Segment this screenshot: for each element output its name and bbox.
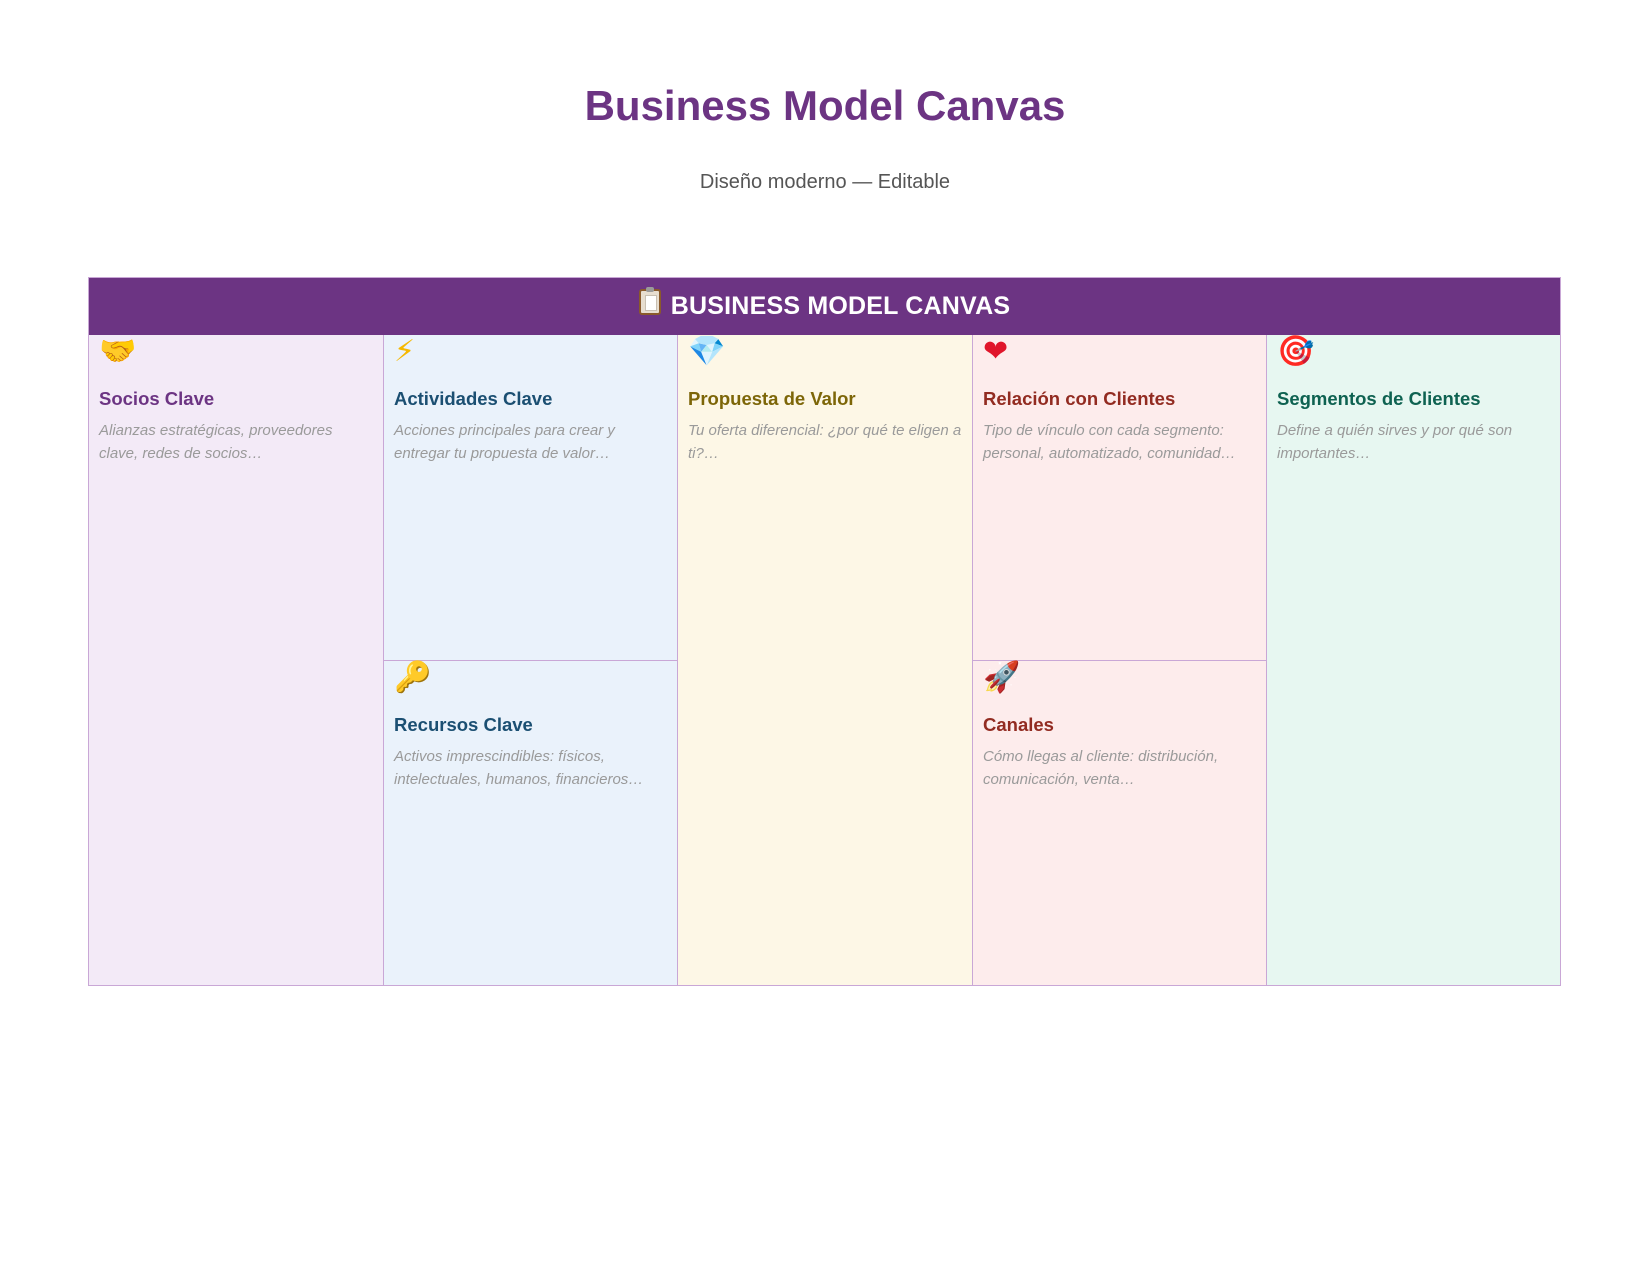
block-title: Propuesta de Valor: [688, 388, 856, 409]
clipboard-icon: [638, 286, 661, 315]
block-placeholder[interactable]: Alianzas estratégicas, proveedores clave…: [99, 422, 333, 462]
block-title: Actividades Clave: [394, 388, 553, 409]
page-subtitle: Diseño moderno — Editable: [699, 171, 951, 193]
handshake-icon: 🤝: [99, 335, 137, 368]
lightning-icon: ⚡: [394, 335, 416, 368]
block-socios-clave[interactable]: 🤝 Socios Clave Alianzas estratégicas, pr…: [89, 335, 384, 985]
page-title: Business Model Canvas: [584, 82, 1066, 129]
block-propuesta-de-valor[interactable]: 💎 Propuesta de Valor Tu oferta diferenci…: [678, 335, 973, 985]
block-actividades-clave[interactable]: ⚡ Actividades Clave Acciones principales…: [384, 335, 678, 661]
block-title: Canales: [983, 714, 1054, 735]
block-placeholder[interactable]: Activos imprescindibles: físicos, intele…: [394, 748, 644, 788]
block-placeholder[interactable]: Acciones principales para crear y entreg…: [394, 422, 615, 462]
block-relacion-con-clientes[interactable]: ❤ Relación con Clientes Tipo de vínculo …: [973, 335, 1267, 661]
block-title: Socios Clave: [99, 388, 215, 409]
rocket-icon: 🚀: [983, 661, 1021, 694]
block-placeholder[interactable]: Tipo de vínculo con cada segmento: perso…: [983, 422, 1236, 462]
block-canales[interactable]: 🚀 Canales Cómo llegas al cliente: distri…: [973, 661, 1267, 985]
canvas-header-label: BUSINESS MODEL CANVAS: [670, 292, 1011, 320]
block-segmentos-de-clientes[interactable]: 🎯 Segmentos de Clientes Define a quién s…: [1267, 335, 1560, 985]
block-placeholder[interactable]: Cómo llegas al cliente: distribución, co…: [983, 748, 1219, 788]
block-recursos-clave[interactable]: 🔑 Recursos Clave Activos imprescindibles…: [384, 661, 678, 985]
heart-icon: ❤: [983, 335, 1009, 368]
gem-icon: 💎: [688, 335, 726, 368]
block-title: Segmentos de Clientes: [1277, 388, 1481, 409]
block-title: Recursos Clave: [394, 714, 533, 735]
canvas-header: BUSINESS MODEL CANVAS: [89, 278, 1560, 335]
block-placeholder[interactable]: Define a quién sirves y por qué son impo…: [1277, 422, 1513, 462]
key-icon: 🔑: [394, 661, 432, 694]
business-model-canvas: BUSINESS MODEL CANVAS 🤝 Socios Clave Ali…: [88, 277, 1561, 986]
block-placeholder[interactable]: Tu oferta diferencial: ¿por qué te elige…: [688, 422, 962, 462]
block-title: Relación con Clientes: [983, 388, 1176, 409]
target-icon: 🎯: [1277, 335, 1315, 368]
